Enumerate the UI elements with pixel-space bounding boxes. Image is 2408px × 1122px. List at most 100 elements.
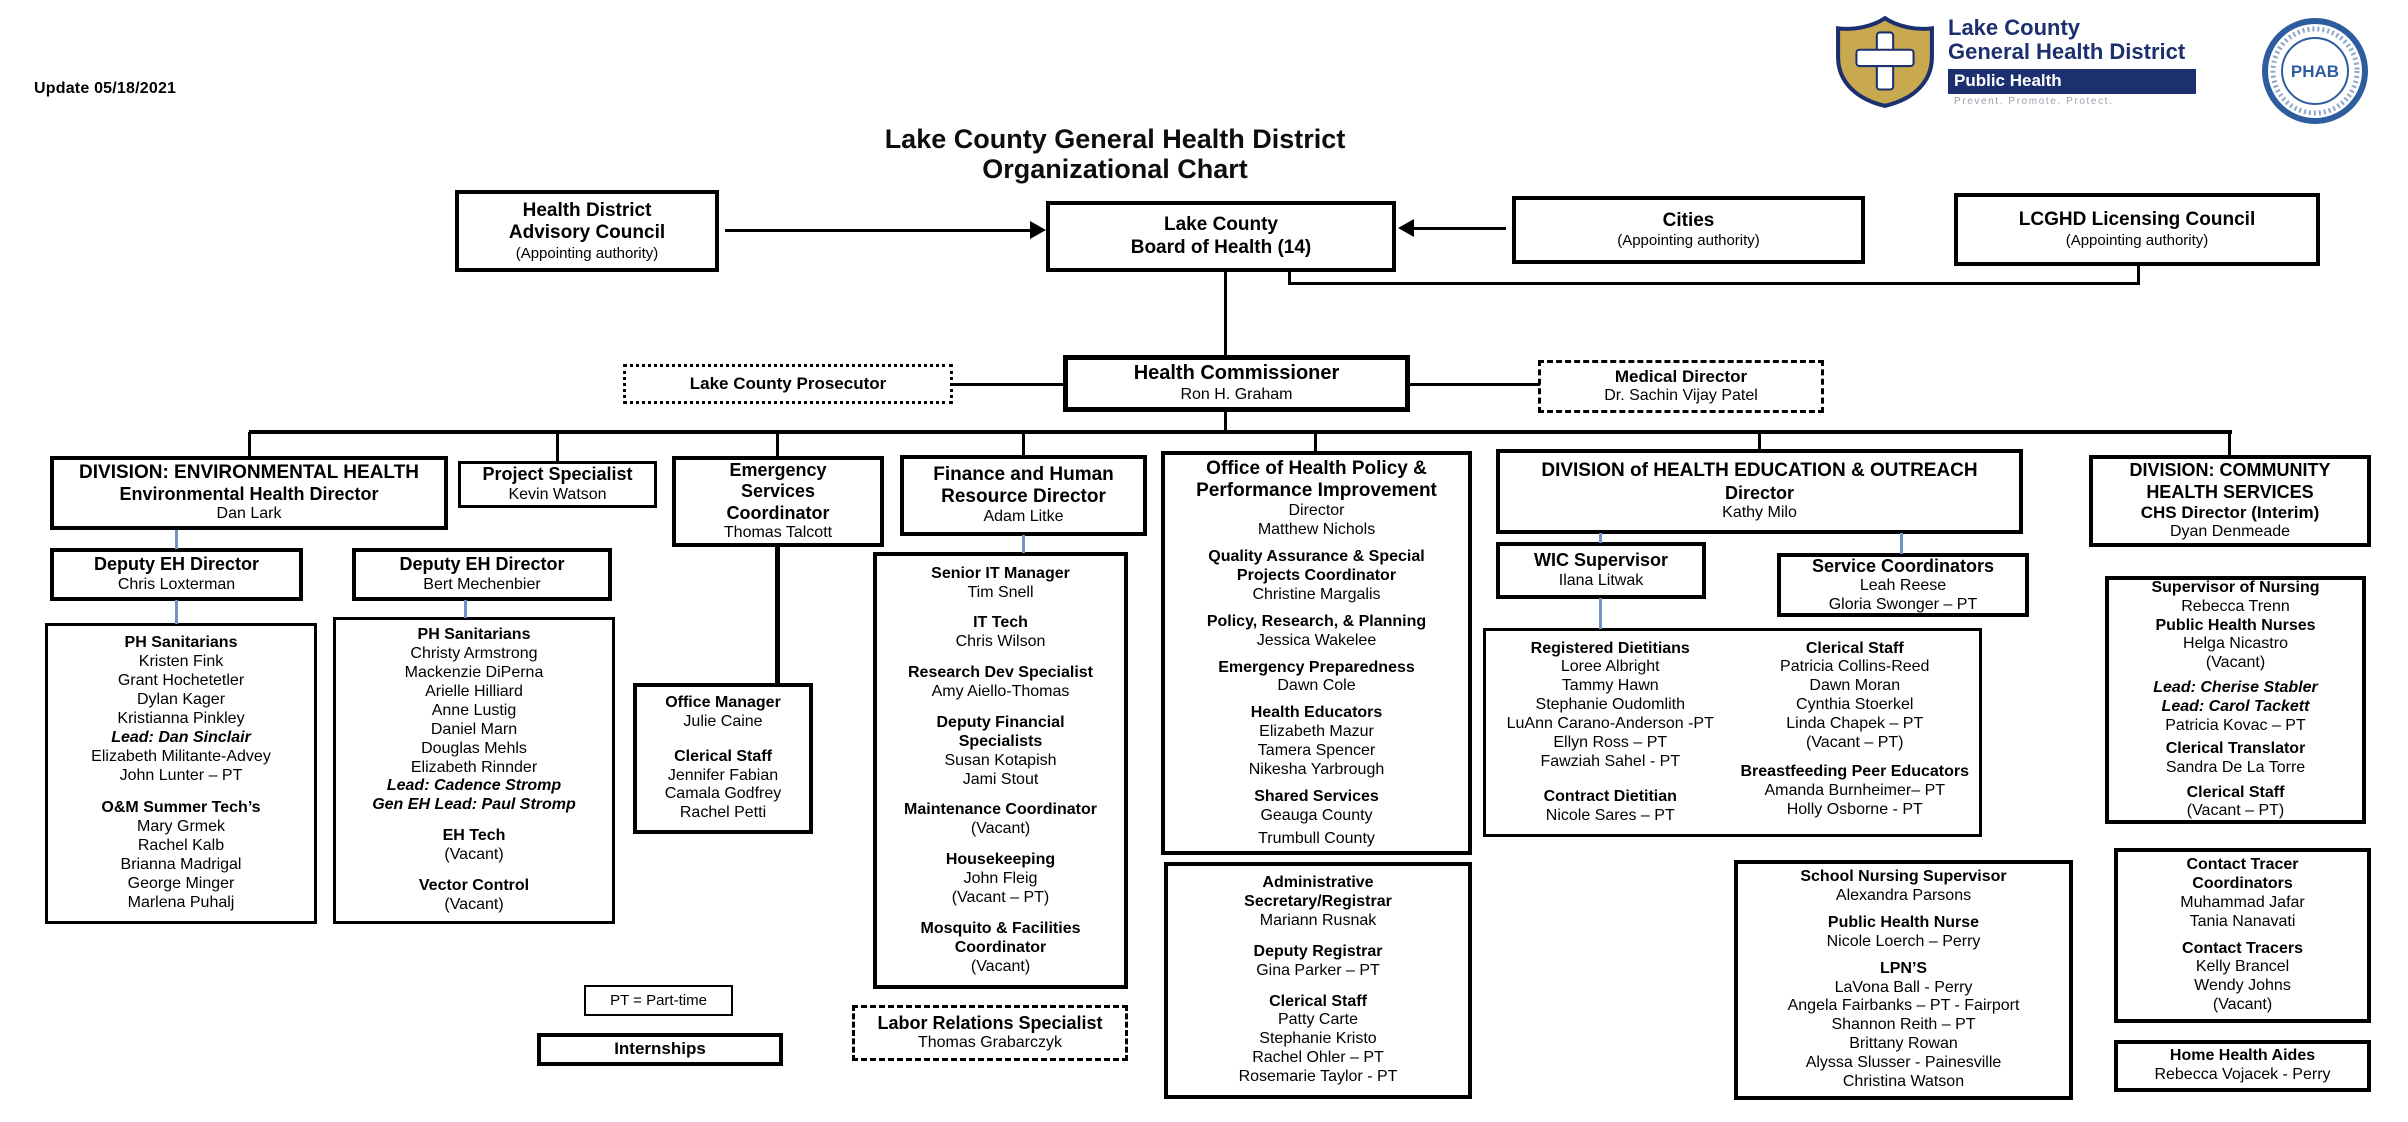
text-line: Contract Dietitian xyxy=(1543,787,1677,805)
text-line: Kristianna Pinkley xyxy=(117,709,245,727)
text-line: Christy Armstrong xyxy=(410,645,538,663)
text-line: Maintenance Coordinator xyxy=(904,801,1097,819)
text-line: Board of Health (14) xyxy=(1130,236,1312,258)
phab-seal-icon: PHAB xyxy=(2262,18,2368,124)
text-line: Supervisor of Nursing xyxy=(2151,578,2320,596)
text-line: Quality Assurance & Special xyxy=(1208,548,1425,566)
text-line: Stephanie Oudomlith xyxy=(1535,696,1685,714)
text-line: Camala Godfrey xyxy=(664,785,782,803)
text-line: Deputy EH Director xyxy=(399,554,565,575)
connector-line xyxy=(953,383,1065,386)
text-line: Thomas Grabarczyk xyxy=(917,1034,1063,1052)
connector-line xyxy=(1314,432,1317,453)
text-line: Rosemarie Taylor - PT xyxy=(1238,1068,1398,1085)
text-line: Office Manager xyxy=(665,693,781,711)
text-line: Ellyn Ross – PT xyxy=(1553,733,1668,751)
text-line: Jennifer Fabian xyxy=(667,766,779,784)
text-line: (Appointing authority) xyxy=(1617,232,1760,250)
connector-line xyxy=(175,600,178,624)
text-line: Brittany Rowan xyxy=(1849,1035,1958,1053)
page-title-line2: Organizational Chart xyxy=(982,154,1248,185)
text-line: Administrative xyxy=(1262,874,1374,892)
text-line: Project Specialist xyxy=(482,464,633,485)
text-line: (Vacant) xyxy=(970,957,1031,975)
box-pt-legend: PT = Part-time xyxy=(584,985,733,1016)
text-line: Public Health Nurse xyxy=(1827,913,1980,931)
text-line: (Appointing authority) xyxy=(2065,231,2209,249)
text-line: Ron H. Graham xyxy=(1180,385,1293,403)
text-line: Gen EH Lead: Paul Stromp xyxy=(372,796,576,814)
text-line: Dr. Sachin Vijay Patel xyxy=(1604,387,1758,405)
text-line: Stephanie Kristo xyxy=(1259,1030,1377,1048)
text-line: (Vacant – PT) xyxy=(2186,802,2285,820)
text-line: Linda Chapek – PT xyxy=(1786,715,1924,733)
text-line: Amy Aiello-Thomas xyxy=(931,683,1070,700)
text-line: Finance and Human xyxy=(933,463,1114,485)
text-line: Alyssa Slusser - Painesville xyxy=(1805,1054,2002,1072)
text-line: Dan Lark xyxy=(216,505,282,523)
text-line: Rachel Kalb xyxy=(137,837,225,855)
connector-line xyxy=(249,430,2232,434)
page-title: Lake County General Health District Orga… xyxy=(765,124,1465,184)
text-line: Geauga County xyxy=(1260,806,1373,824)
text-line: Kevin Watson xyxy=(508,485,607,503)
connector-line xyxy=(1288,282,2140,285)
text-line: Nicole Loerch – Perry xyxy=(1826,932,1981,950)
text-line: Bert Mechenbier xyxy=(423,575,541,593)
text-line: Policy, Research, & Planning xyxy=(1206,612,1427,630)
text-line: Contact Tracers xyxy=(2182,939,2303,957)
text-line: Dawn Moran xyxy=(1809,677,1901,695)
text-line: Tammy Hawn xyxy=(1561,677,1659,695)
connector-line xyxy=(556,432,559,463)
text-line: (Vacant) xyxy=(2205,654,2266,672)
text-line: Elizabeth Militante-Advey xyxy=(91,747,271,765)
text-line: Office of Health Policy & xyxy=(1206,457,1427,479)
connector-line xyxy=(776,432,779,458)
text-line: School Nursing Supervisor xyxy=(1800,868,2007,886)
text-line: Julie Caine xyxy=(683,712,763,730)
text-line: Gloria Swonger – PT xyxy=(1828,595,1978,613)
text-line: Breastfeeding Peer Educators xyxy=(1740,762,1970,780)
text-line: Coordinator xyxy=(954,938,1047,956)
arrowhead-icon xyxy=(1030,221,1046,239)
text-line: Helga Nicastro xyxy=(2183,635,2288,653)
text-line: Shared Services xyxy=(1254,787,1379,805)
text-line: Home Health Aides xyxy=(2169,1047,2316,1065)
text-line: Secretary/Registrar xyxy=(1244,893,1392,910)
text-line: Housekeeping xyxy=(945,851,1056,869)
connector-line xyxy=(1408,383,1540,386)
text-line: Adam Litke xyxy=(983,508,1064,526)
logo-org-line2: General Health District xyxy=(1948,39,2186,65)
text-line: Amanda Burnheimer– PT xyxy=(1764,781,1946,799)
text-line: Director xyxy=(1724,482,1795,503)
text-line: Nikesha Yarbrough xyxy=(1248,760,1385,778)
logo-public-health-banner: Public Health xyxy=(1948,69,2196,95)
text-line: Jami Stout xyxy=(962,770,1039,788)
text-line: Lake County xyxy=(1163,214,1279,236)
text-line: IT Tech xyxy=(973,614,1028,632)
text-line: Lead: Carol Tackett xyxy=(2161,698,2310,715)
text-line: Coordinators xyxy=(2192,874,2293,892)
text-line: Dylan Kager xyxy=(136,691,226,708)
text-line: Coordinator xyxy=(726,502,830,523)
box-internships: Internships xyxy=(537,1033,783,1066)
text-line: Christine Margalis xyxy=(1252,585,1381,603)
connector-line xyxy=(1412,227,1506,230)
text-line: PT = Part-time xyxy=(610,991,707,1009)
text-line: Kathy Milo xyxy=(1722,503,1797,521)
text-line: Research Dev Specialist xyxy=(908,664,1093,682)
text-line: Patty Carte xyxy=(1277,1011,1359,1029)
text-line: Projects Coordinator xyxy=(1236,567,1397,585)
text-line: Health District xyxy=(522,199,652,221)
text-line: Sandra De La Torre xyxy=(2165,758,2306,776)
text-line: DIVISION: ENVIRONMENTAL HEALTH xyxy=(79,461,419,483)
text-line: LPN’S xyxy=(1879,959,1928,977)
connector-line xyxy=(1224,410,1227,432)
text-line: John Fleig xyxy=(963,870,1038,887)
